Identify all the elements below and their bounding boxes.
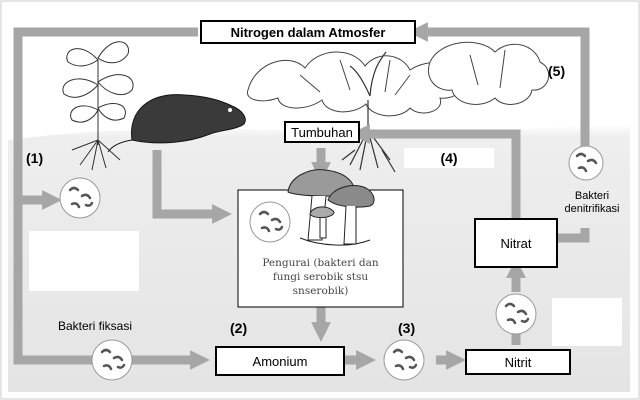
mushroom-icon: [287, 169, 375, 246]
bacteria-nitrate-icon: [495, 293, 537, 335]
step-5-label: (5): [548, 63, 566, 79]
bakteri-denitrifikasi-label: Bakteri denitrifikasi: [557, 190, 627, 216]
step-4-label: (4): [440, 150, 458, 166]
plant-roots-icon: [71, 139, 121, 171]
blank-answer-right: [552, 298, 622, 346]
tumbuhan-box: Tumbuhan: [284, 121, 360, 143]
bacteria-decomposer-icon: [249, 201, 291, 243]
plant-icon: [62, 41, 134, 145]
tree-roots-icon: [341, 51, 396, 173]
amonium-label: Amonium: [252, 353, 308, 369]
bacteria-nitrification-icon: [383, 339, 425, 381]
bakteri-denitrifikasi-line-1: Bakteri: [574, 190, 610, 202]
nitrit-label: Nitrit: [504, 354, 532, 370]
atmosphere-box: Nitrogen dalam Atmosfer: [200, 20, 416, 44]
arrow-nitrate-to-denitrifier: [558, 228, 590, 243]
blank-answer-left: [29, 231, 139, 291]
step4-box: (4): [404, 148, 494, 168]
bacteria-plant-icon: [59, 177, 101, 219]
tree-foliage-icon: [246, 41, 550, 117]
pengurai-line-2: fungi serobik stsu: [272, 271, 369, 283]
nitrat-box: Nitrat: [474, 218, 558, 268]
bacteria-fixation-icon: [91, 339, 133, 381]
tree-branches-icon: [299, 49, 506, 96]
bacteria-denitrification-icon: [568, 145, 604, 181]
rodent-icon: [107, 94, 246, 153]
pengurai-line-1: Pengurai (bakteri dan: [262, 257, 379, 269]
nitrit-box: Nitrit: [465, 349, 571, 375]
tumbuhan-label: Tumbuhan: [291, 124, 353, 140]
atmosphere-label: Nitrogen dalam Atmosfer: [230, 24, 386, 40]
pengurai-line-3: snserobik): [292, 285, 349, 297]
bakteri-denitrifikasi-line-2: denitrifikasi: [564, 203, 620, 215]
arrow-to-decomposer: [152, 150, 232, 224]
pengurai-label: Pengurai (bakteri dan fungi serobik stsu…: [240, 256, 401, 298]
bakteri-fiksasi-label: Bakteri fiksasi: [58, 319, 133, 333]
step-3-label: (3): [398, 320, 416, 336]
nitrat-label: Nitrat: [500, 235, 532, 251]
step-1-label: (1): [26, 150, 44, 166]
arrow-nitrate-to-plant: [350, 124, 521, 218]
amonium-box: Amonium: [215, 346, 345, 376]
step-2-label: (2): [230, 320, 248, 336]
arrow-denitrification: [408, 22, 590, 150]
